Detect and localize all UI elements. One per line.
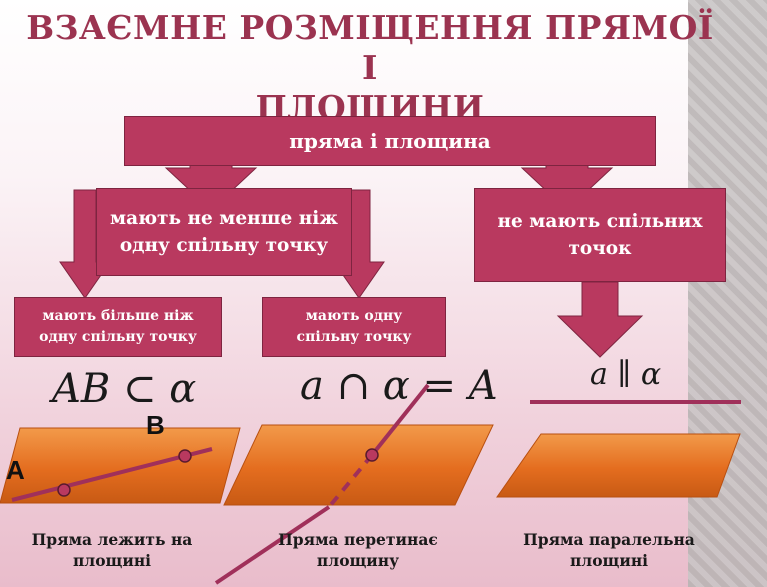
caption-parallel-line1: Пряма паралельна [523,530,695,549]
caption-parallel: Пряма паралельна площині [500,529,718,571]
title-line-1: ВЗАЄМНЕ РОЗМІЩЕННЯ ПРЯМОЇ І [26,8,714,87]
box-line-and-plane: пряма і площина [124,116,656,166]
point-intersection [365,448,379,462]
plane-parallel [496,433,741,498]
caption-lies-line1: Пряма лежить на [31,530,193,549]
box-have-common-point-line2: одну спільну точку [119,235,329,256]
box-no-common-points: не мають спільних точок [474,188,726,282]
plane-intersects [223,424,494,506]
point-a [57,483,71,497]
box-one-point-line1: мають одну [305,308,403,324]
box-line-and-plane-label: пряма і площина [289,129,491,153]
box-have-common-point: мають не менше ніж одну спільну точку [96,188,352,276]
box-one-point: мають одну спільну точку [262,297,446,357]
caption-lies-line2: площині [72,551,152,570]
line-a-lower [214,505,331,585]
box-more-than-one-point-line1: мають більше ніж [42,308,194,324]
caption-intersects-line2: площину [316,551,400,570]
label-point-b: B [146,410,165,440]
arrow-down-none [556,281,644,358]
formula-lies: AB ⊂ α [52,366,197,412]
box-one-point-line2: спільну точку [296,329,412,345]
formula-intersects: a ∩ α = A [300,363,498,409]
plane-lies [0,427,241,504]
formula-parallel: a ∥ α [590,357,662,392]
caption-intersects: Пряма перетинає площину [258,529,458,571]
line-a-upper [370,383,430,457]
caption-parallel-line2: площині [569,551,649,570]
box-more-than-one-point-line2: одну спільну точку [39,329,197,345]
box-have-common-point-line1: мають не менше ніж [110,208,338,229]
box-more-than-one-point: мають більше ніж одну спільну точку [14,297,222,357]
caption-intersects-line1: Пряма перетинає [278,530,438,549]
box-no-common-points-line1: не мають спільних [497,211,703,232]
box-no-common-points-line2: точок [568,238,632,259]
label-point-a: A [6,455,25,485]
point-b [178,449,192,463]
line-a-dashed [327,453,374,509]
caption-lies: Пряма лежить на площині [0,529,224,571]
